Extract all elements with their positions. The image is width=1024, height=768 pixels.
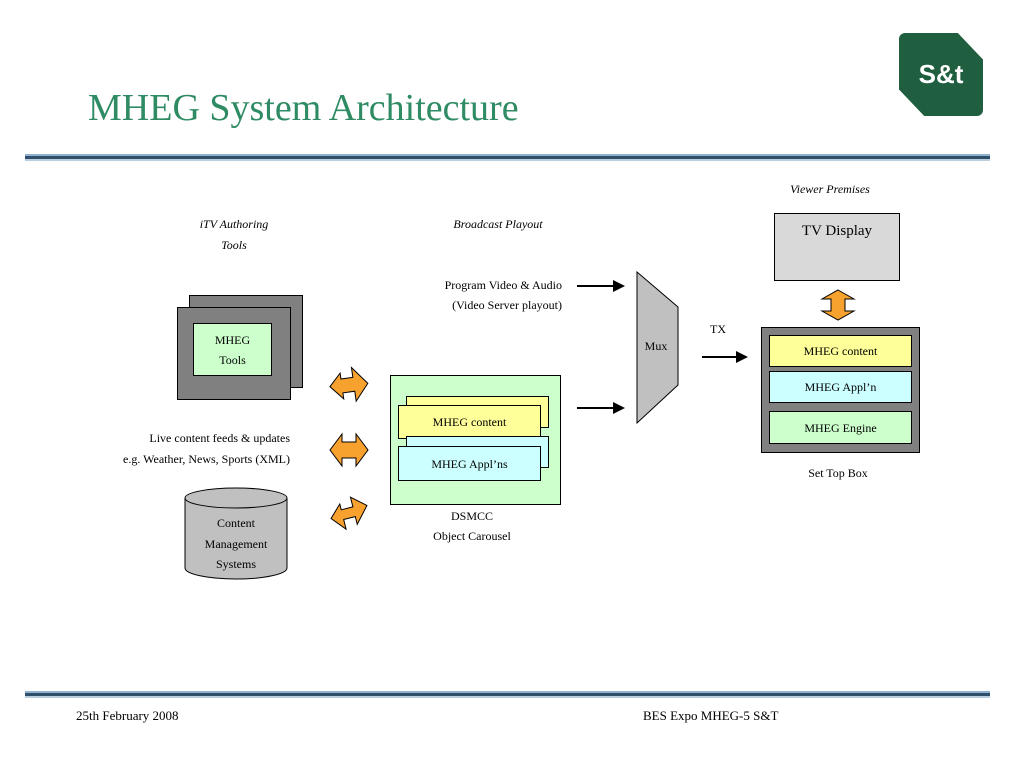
stb-appl-label: MHEG Appl’n bbox=[804, 380, 877, 394]
dsmcc-label-line2: Object Carousel bbox=[433, 529, 511, 543]
viewer-premises-label: Viewer Premises bbox=[790, 182, 870, 196]
dsmcc-label-line1: DSMCC bbox=[450, 509, 494, 523]
tx-arrow bbox=[702, 351, 748, 363]
set-top-box-label: Set Top Box bbox=[808, 466, 868, 480]
stb-appl-node: MHEG Appl’n bbox=[769, 371, 912, 403]
carousel-content-label: MHEG content bbox=[432, 415, 507, 429]
broadcast-playout-label: Broadcast Playout bbox=[453, 217, 543, 231]
tv-display-box: TV Display bbox=[774, 213, 900, 281]
stb-engine-label: MHEG Engine bbox=[804, 420, 877, 435]
stb-to-tv-arrow bbox=[820, 289, 856, 321]
cms-cylinder bbox=[184, 487, 288, 580]
footer-date: 25th February 2008 bbox=[76, 708, 179, 723]
cms-line3: Systems bbox=[215, 557, 256, 571]
itv-authoring-label-line1: iTV Authoring bbox=[199, 217, 269, 231]
header-divider bbox=[25, 154, 990, 161]
mux-shape bbox=[636, 270, 679, 425]
cms-line1: Content bbox=[217, 516, 255, 530]
footer-event: BES Expo MHEG-5 S&T bbox=[643, 708, 779, 723]
program-video-label-line1: Program Video & Audio bbox=[444, 278, 562, 292]
video-to-mux-arrow bbox=[577, 280, 625, 292]
mheg-tools-box: MHEG Tools bbox=[193, 323, 272, 376]
mux-label: Mux bbox=[644, 339, 668, 353]
carousel-to-mux-arrow bbox=[577, 402, 625, 414]
program-video-label-line2: (Video Server playout) bbox=[452, 298, 562, 312]
feeds-to-carousel-arrow bbox=[329, 432, 369, 468]
stb-content-label: MHEG content bbox=[803, 344, 878, 358]
footer-divider bbox=[25, 691, 990, 698]
stb-content-node: MHEG content bbox=[769, 335, 912, 367]
carousel-appl-node: MHEG Appl’ns bbox=[398, 446, 541, 481]
mheg-tools-line1: MHEG bbox=[214, 332, 251, 347]
mheg-tools-line2: Tools bbox=[219, 352, 246, 367]
slide-title: MHEG System Architecture bbox=[88, 87, 519, 129]
tv-display-label: TV Display bbox=[801, 223, 873, 239]
carousel-appl-label: MHEG Appl’ns bbox=[431, 456, 508, 471]
cms-to-carousel-arrow bbox=[330, 496, 368, 531]
logo-text: S&t bbox=[918, 59, 964, 89]
carousel-content-node: MHEG content bbox=[398, 405, 541, 439]
st-logo: S&t bbox=[899, 33, 983, 116]
stb-engine-node: MHEG Engine bbox=[769, 411, 912, 444]
itv-authoring-label-line2: Tools bbox=[221, 238, 247, 252]
live-feeds-label-line2: e.g. Weather, News, Sports (XML) bbox=[123, 452, 290, 466]
tx-label: TX bbox=[710, 322, 726, 336]
cms-line2: Management bbox=[204, 537, 268, 551]
live-feeds-label-line1: Live content feeds & updates bbox=[149, 431, 290, 445]
tools-to-carousel-arrow bbox=[329, 366, 369, 403]
